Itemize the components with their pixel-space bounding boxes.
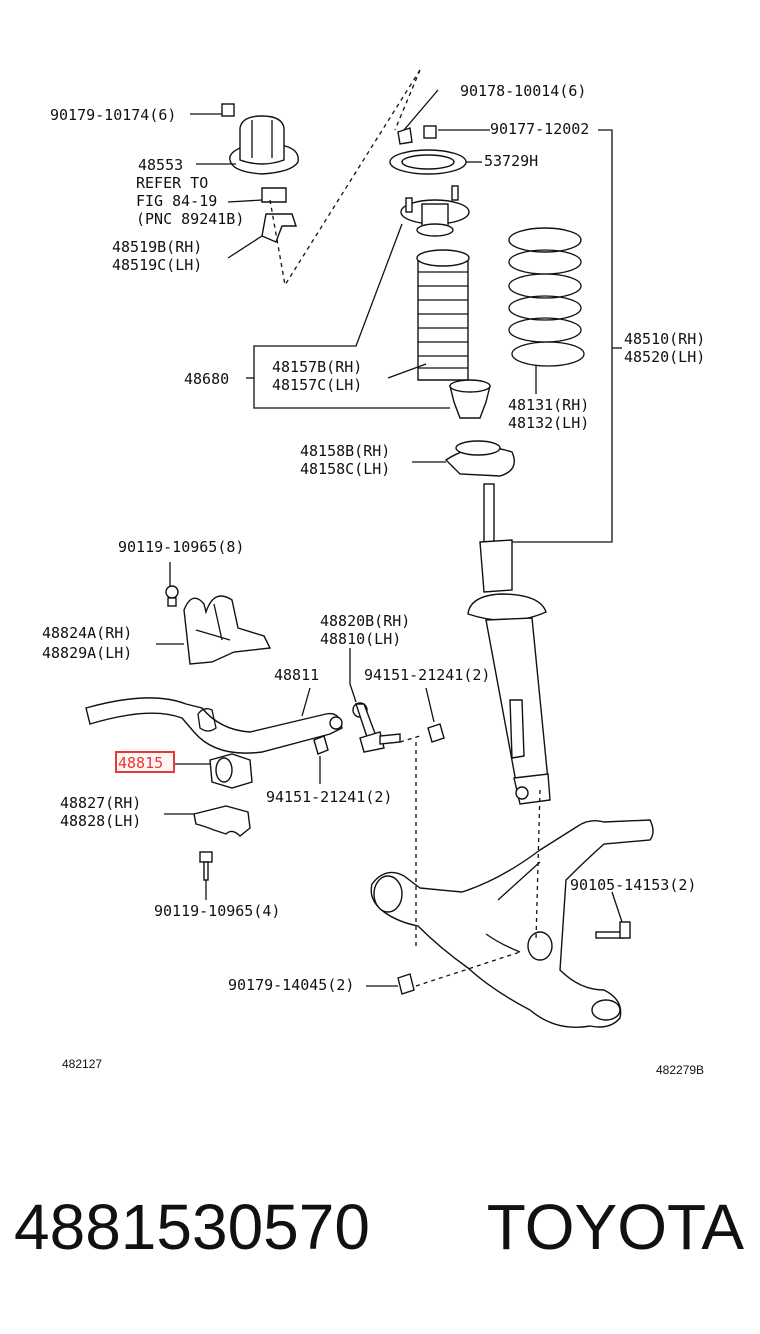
label-90119-10965-top: 90119-10965(8) bbox=[118, 538, 244, 556]
strut-mount bbox=[400, 185, 470, 237]
stabilizer-link-48820 bbox=[352, 702, 401, 753]
label-48157c: 48157C(LH) bbox=[272, 376, 362, 394]
label-48815: 48815 bbox=[118, 754, 163, 772]
label-90105-14153: 90105-14153(2) bbox=[570, 876, 696, 894]
support-cap-48553 bbox=[221, 103, 299, 243]
footer: 4881530570 TOYOTA bbox=[0, 1190, 760, 1280]
upper-nuts bbox=[397, 125, 437, 145]
label-48158b: 48158B(RH) bbox=[300, 442, 390, 460]
label-48520: 48520(LH) bbox=[624, 348, 705, 366]
highlight-48815: 48815 bbox=[115, 751, 175, 773]
label-90177-12002: 90177-12002 bbox=[490, 120, 589, 138]
label-48824a: 48824A(RH) bbox=[42, 624, 132, 642]
label-refer-to: REFER TO bbox=[136, 174, 208, 192]
stabilizer-bracket-48824 bbox=[165, 585, 272, 665]
part-number: 4881530570 bbox=[14, 1191, 370, 1263]
stabilizer-bar-48811 bbox=[85, 697, 343, 754]
bushing-bracket-48827 bbox=[193, 805, 251, 837]
bump-stopper-48680 bbox=[449, 379, 491, 419]
label-48827: 48827(RH) bbox=[60, 794, 141, 812]
highlight-box bbox=[115, 751, 175, 773]
nut-94151 bbox=[313, 723, 445, 755]
label-94151-bottom: 94151-21241(2) bbox=[266, 788, 392, 806]
bushing-48815 bbox=[209, 753, 253, 789]
label-90119-10965-bottom: 90119-10965(4) bbox=[154, 902, 280, 920]
label-48510: 48510(RH) bbox=[624, 330, 705, 348]
label-48519b: 48519B(RH) bbox=[112, 238, 202, 256]
label-48519c: 48519C(LH) bbox=[112, 256, 202, 274]
bolt-90119-bottom bbox=[199, 851, 213, 881]
label-48829a: 48829A(LH) bbox=[42, 644, 132, 662]
label-94151-top: 94151-21241(2) bbox=[364, 666, 490, 684]
label-48820b: 48820B(RH) bbox=[320, 612, 410, 630]
label-48680: 48680 bbox=[184, 370, 229, 388]
label-90179-14045: 90179-14045(2) bbox=[228, 976, 354, 994]
label-482127: 482127 bbox=[62, 1057, 102, 1071]
lower-insulator-48158 bbox=[444, 440, 515, 477]
label-48810: 48810(LH) bbox=[320, 630, 401, 648]
label-refer-pnc: (PNC 89241B) bbox=[136, 210, 244, 228]
label-48157b: 48157B(RH) bbox=[272, 358, 362, 376]
label-48131: 48131(RH) bbox=[508, 396, 589, 414]
label-48828: 48828(LH) bbox=[60, 812, 141, 830]
label-refer-fig: FIG 84-19 bbox=[136, 192, 217, 210]
label-48811: 48811 bbox=[274, 666, 319, 684]
label-90179-10174: 90179-10174(6) bbox=[50, 106, 176, 124]
label-482279b: 482279B bbox=[656, 1063, 704, 1077]
shock-absorber-48510 bbox=[467, 483, 551, 805]
bolt-90105 bbox=[595, 921, 631, 939]
brand-name: TOYOTA bbox=[486, 1191, 744, 1263]
label-48158c: 48158C(LH) bbox=[300, 460, 390, 478]
dust-boot-48157 bbox=[416, 249, 470, 381]
label-48553: 48553 bbox=[138, 156, 183, 174]
label-90178-10014: 90178-10014(6) bbox=[460, 82, 586, 100]
nut-90179-14045 bbox=[397, 973, 415, 995]
label-53729h: 53729H bbox=[484, 152, 538, 170]
coil-spring-48131 bbox=[508, 227, 585, 367]
lower-arm bbox=[370, 819, 654, 1028]
label-48132: 48132(LH) bbox=[508, 414, 589, 432]
